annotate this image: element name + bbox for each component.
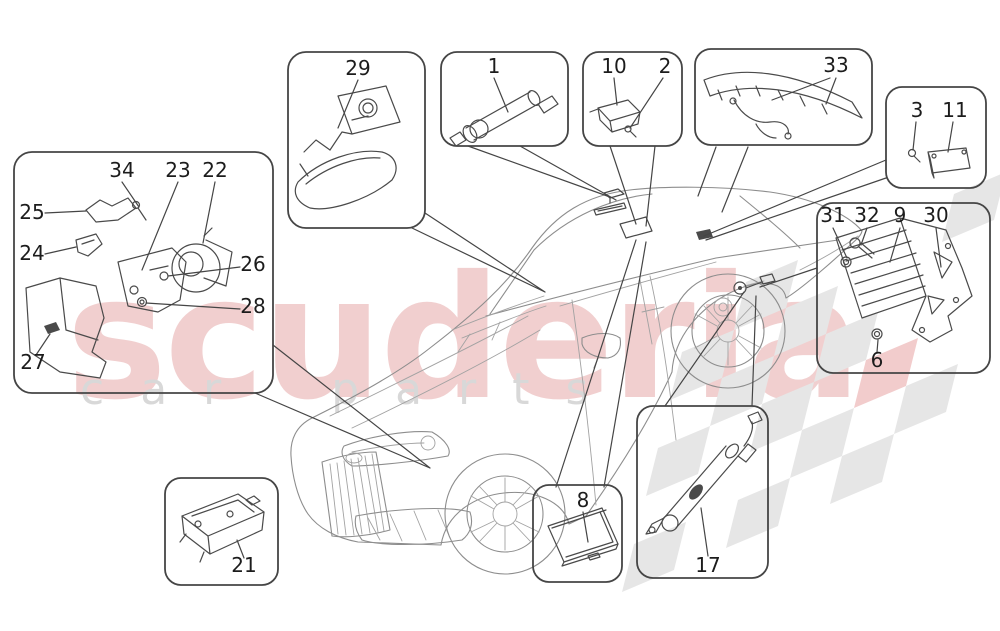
front-wheel	[444, 453, 566, 575]
box-rear-module	[885, 86, 987, 189]
part-number-21: 21	[231, 553, 256, 577]
box-front-radar-group	[13, 151, 274, 394]
part-number-25: 25	[19, 200, 44, 224]
checker-cell-gray	[646, 426, 710, 496]
checker-cell-gray	[670, 330, 734, 400]
part-number-27: 27	[20, 350, 45, 374]
box-antenna	[636, 405, 769, 579]
part-number-8: 8	[577, 488, 590, 512]
box-ecu-bracket	[816, 202, 991, 374]
watermark-layer: scuderia car parts	[66, 174, 1000, 592]
box-card-module	[532, 484, 623, 583]
part-number-6: 6	[871, 348, 884, 372]
checker-cell-gray	[710, 356, 774, 426]
checker-cell-gray	[942, 174, 1000, 242]
part-drawing-antenna	[645, 411, 763, 535]
callout-boxes	[13, 48, 991, 586]
box-control-unit	[164, 477, 279, 586]
label-leader-lines	[35, 77, 954, 559]
part-number-22: 22	[202, 158, 227, 182]
part-drawing-mirror-module	[294, 85, 401, 210]
part-number-33: 33	[823, 53, 848, 77]
checker-cell-gray	[734, 260, 798, 330]
roof-patch-part	[619, 216, 653, 239]
part-number-29: 29	[345, 56, 370, 80]
part-drawing-roof-module	[589, 99, 641, 138]
part-number-11: 11	[942, 98, 967, 122]
part-number-34: 34	[109, 158, 134, 182]
leader-lines	[254, 145, 887, 488]
rear-shelf-module-part	[696, 229, 713, 240]
checker-cell-gray	[894, 364, 958, 434]
part-number-3: 3	[911, 98, 924, 122]
box-siren	[440, 51, 569, 147]
fuel-area-antenna-part	[713, 273, 776, 317]
checker-cell-gray	[830, 434, 894, 504]
part-drawing-control-unit	[179, 493, 265, 563]
part-number-26: 26	[240, 252, 265, 276]
part-drawing-rear-module	[907, 147, 971, 179]
checker-cell-gray	[726, 478, 790, 548]
part-drawing-siren	[449, 90, 559, 147]
part-number-28: 28	[240, 294, 265, 318]
part-number-10: 10	[601, 54, 626, 78]
checker-cell-gray	[790, 408, 854, 478]
part-drawing-card-module	[547, 507, 619, 567]
checker-cell-gray	[814, 312, 878, 382]
checkered-flag	[622, 174, 1000, 592]
part-number-1: 1	[488, 54, 501, 78]
part-number-9: 9	[894, 203, 907, 227]
part-drawing-header-trim	[703, 71, 863, 140]
part-number-31: 31	[820, 203, 845, 227]
box-mirror-module	[287, 51, 426, 229]
part-number-30: 30	[923, 203, 948, 227]
box-roof-module	[582, 51, 683, 147]
part-number-17: 17	[695, 553, 720, 577]
checker-cell-gray	[750, 382, 814, 452]
box-header-trim	[694, 48, 873, 146]
checker-cell-gray	[774, 286, 838, 356]
part-drawing-front-radar-group	[25, 197, 233, 379]
roof-strip-part	[593, 202, 627, 216]
checker-cell-gray	[622, 522, 686, 592]
part-number-23: 23	[165, 158, 190, 182]
part-number-2: 2	[659, 54, 672, 78]
part-number-24: 24	[19, 241, 44, 265]
part-number-32: 32	[854, 203, 879, 227]
part-drawing-ecu-bracket	[835, 217, 973, 343]
car-drawing	[290, 186, 863, 575]
part-number-labels: 34 23 22 25 24 26 28 27 29 1 10 2 33 3 1…	[19, 53, 967, 577]
